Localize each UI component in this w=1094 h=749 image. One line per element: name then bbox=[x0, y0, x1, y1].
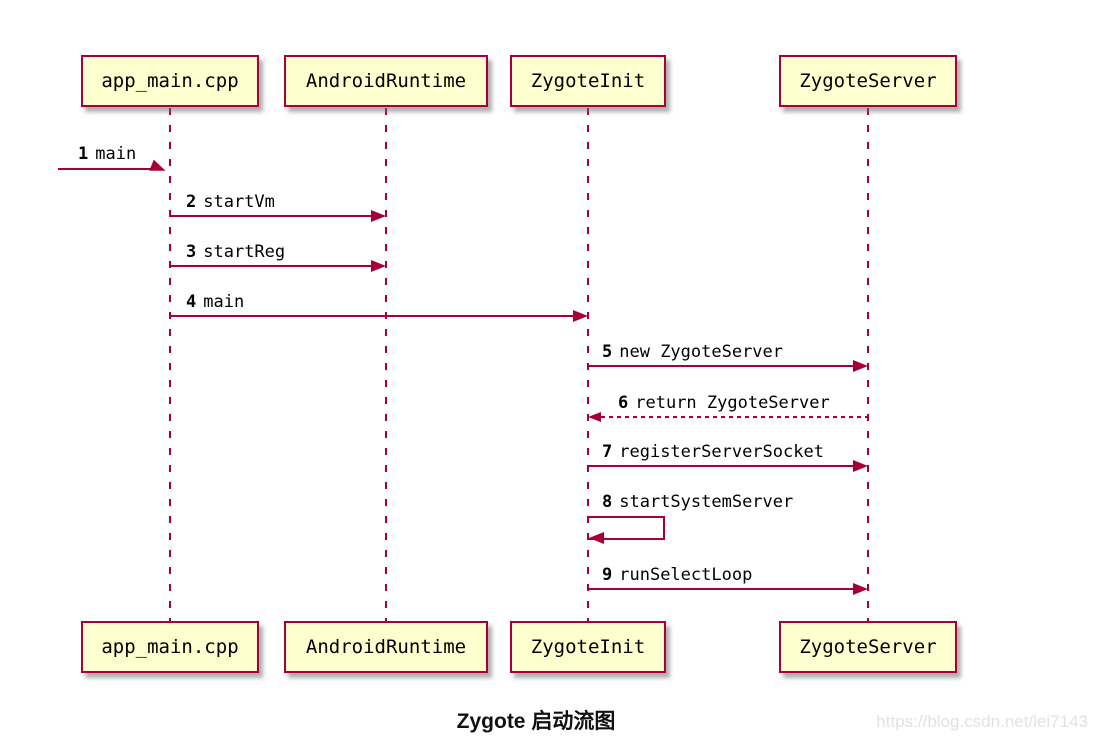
message-line bbox=[587, 588, 853, 590]
arrowhead-right-icon bbox=[371, 210, 386, 222]
participant-box-top-android-runtime: AndroidRuntime bbox=[284, 55, 488, 107]
message-line-dashed bbox=[601, 416, 868, 418]
arrowhead-left-icon bbox=[589, 532, 604, 544]
message-8-label: 8 startSystemServer bbox=[602, 492, 793, 513]
message-line bbox=[170, 315, 573, 317]
message-text: startVm bbox=[203, 192, 275, 212]
message-3-label: 3 startReg bbox=[186, 242, 285, 263]
message-number: 5 bbox=[602, 342, 613, 362]
arrowhead-right-icon bbox=[149, 159, 168, 177]
message-line bbox=[170, 265, 371, 267]
message-4-label: 4 main bbox=[186, 292, 244, 313]
message-7-label: 7 registerServerSocket bbox=[602, 442, 824, 463]
arrowhead-right-icon bbox=[853, 583, 868, 595]
message-9-label: 9 runSelectLoop bbox=[602, 565, 752, 586]
arrowhead-left-icon bbox=[588, 412, 601, 422]
message-number: 3 bbox=[186, 242, 197, 262]
message-line bbox=[58, 168, 154, 170]
message-text: registerServerSocket bbox=[619, 442, 824, 462]
diagram-caption: Zygote 启动流图 bbox=[456, 710, 616, 733]
arrowhead-right-icon bbox=[853, 460, 868, 472]
message-number: 6 bbox=[618, 393, 629, 413]
self-call-loop bbox=[589, 516, 665, 540]
participant-box-top-zygote-init: ZygoteInit bbox=[510, 55, 666, 107]
arrowhead-right-icon bbox=[371, 260, 386, 272]
participant-box-bottom-android-runtime: AndroidRuntime bbox=[284, 621, 488, 673]
message-number: 1 bbox=[78, 144, 89, 164]
arrowhead-right-icon bbox=[853, 360, 868, 372]
message-number: 4 bbox=[186, 292, 197, 312]
message-text: new ZygoteServer bbox=[619, 342, 784, 362]
message-text: runSelectLoop bbox=[619, 565, 753, 585]
message-number: 2 bbox=[186, 192, 197, 212]
lifeline-android-runtime bbox=[385, 108, 387, 621]
participant-box-top-zygote-server: ZygoteServer bbox=[779, 55, 957, 107]
participant-box-bottom-app-main-cpp: app_main.cpp bbox=[81, 621, 259, 673]
message-number: 9 bbox=[602, 565, 613, 585]
participant-box-bottom-zygote-server: ZygoteServer bbox=[779, 621, 957, 673]
message-text: main bbox=[203, 292, 245, 312]
message-text: main bbox=[95, 144, 137, 164]
arrowhead-right-icon bbox=[573, 310, 588, 322]
watermark-text: https://blog.csdn.net/lei7143 bbox=[876, 712, 1088, 731]
message-text: startSystemServer bbox=[619, 492, 794, 512]
message-text: return ZygoteServer bbox=[635, 393, 830, 413]
lifeline-zygote-init bbox=[587, 108, 589, 621]
message-line bbox=[170, 215, 371, 217]
message-2-label: 2 startVm bbox=[186, 192, 275, 213]
message-5-label: 5 new ZygoteServer bbox=[602, 342, 783, 363]
participant-box-bottom-zygote-init: ZygoteInit bbox=[510, 621, 666, 673]
message-number: 8 bbox=[602, 492, 613, 512]
message-1-label: 1 main bbox=[78, 144, 136, 165]
message-number: 7 bbox=[602, 442, 613, 462]
message-6-label: 6 return ZygoteServer bbox=[618, 393, 830, 414]
message-text: startReg bbox=[203, 242, 286, 262]
participant-box-top-app-main-cpp: app_main.cpp bbox=[81, 55, 259, 107]
lifeline-app-main-cpp bbox=[169, 108, 171, 621]
message-line bbox=[587, 365, 853, 367]
lifeline-zygote-server bbox=[867, 108, 869, 621]
message-line bbox=[587, 465, 853, 467]
